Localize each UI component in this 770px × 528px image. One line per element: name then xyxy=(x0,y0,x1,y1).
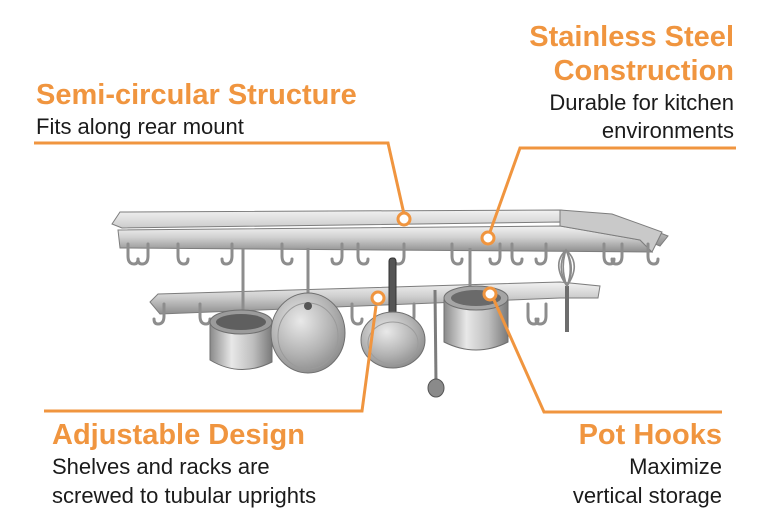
hook-icon xyxy=(488,242,502,266)
hook-icon xyxy=(534,242,548,266)
leader-stainless xyxy=(488,146,736,233)
leader-dot-pot-hooks xyxy=(482,286,498,302)
upper-rack-top-bar xyxy=(111,209,669,247)
hook-icon xyxy=(152,302,166,326)
callout-desc-pot-hooks-line1: Maximize xyxy=(629,454,722,479)
sauce-pot xyxy=(443,285,509,351)
leader-dot-adjustable xyxy=(370,290,386,306)
upper-rack-front-bar xyxy=(117,225,654,253)
hook-icon xyxy=(176,242,190,266)
upper-rack-right-end xyxy=(559,209,663,253)
callout-desc-adjustable-line1: Shelves and racks are xyxy=(52,454,270,479)
callout-title-semi-circular: Semi-circular Structure xyxy=(36,79,357,111)
hook-icon xyxy=(610,242,624,266)
hook-icon xyxy=(534,302,548,326)
callout-title-pot-hooks: Pot Hooks xyxy=(578,419,722,451)
stock-pot xyxy=(209,309,273,371)
callout-title-adjustable: Adjustable Design xyxy=(52,419,305,451)
upper-rack-frame xyxy=(111,209,669,253)
leader-semi-circular xyxy=(34,141,406,215)
whisk xyxy=(557,248,576,332)
hook-icon xyxy=(450,242,464,266)
hook-icon xyxy=(350,302,364,326)
callout-leaders xyxy=(34,141,736,414)
leader-dot-stainless xyxy=(480,230,496,246)
callout-desc-adjustable-line2: screwed to tubular uprights xyxy=(52,483,317,508)
callout-title-stainless-line1: Stainless Steel xyxy=(529,21,734,53)
hook-icon xyxy=(220,242,234,266)
hook-icon xyxy=(280,242,294,266)
callout-title-stainless-line2: Construction xyxy=(553,55,734,87)
hanging-cookware xyxy=(209,248,576,398)
leader-dot-semi-circular xyxy=(396,211,412,227)
hook-icon xyxy=(356,242,370,266)
ladle xyxy=(427,289,445,398)
callout-desc-stainless-line1: Durable for kitchen xyxy=(549,90,734,115)
leader-adjustable xyxy=(44,305,378,413)
frying-pan xyxy=(360,257,426,369)
callout-desc-pot-hooks-line2: vertical storage xyxy=(572,483,722,508)
hook-icon xyxy=(330,242,344,266)
callout-desc-stainless-line2: environments xyxy=(601,118,734,143)
hook-icon xyxy=(646,242,660,266)
saute-pan xyxy=(270,292,346,374)
hook-icon xyxy=(136,242,150,266)
leader-pot-hooks xyxy=(492,299,722,414)
callout-desc-semi-circular: Fits along rear mount xyxy=(36,114,244,139)
hook-icon xyxy=(510,242,524,266)
